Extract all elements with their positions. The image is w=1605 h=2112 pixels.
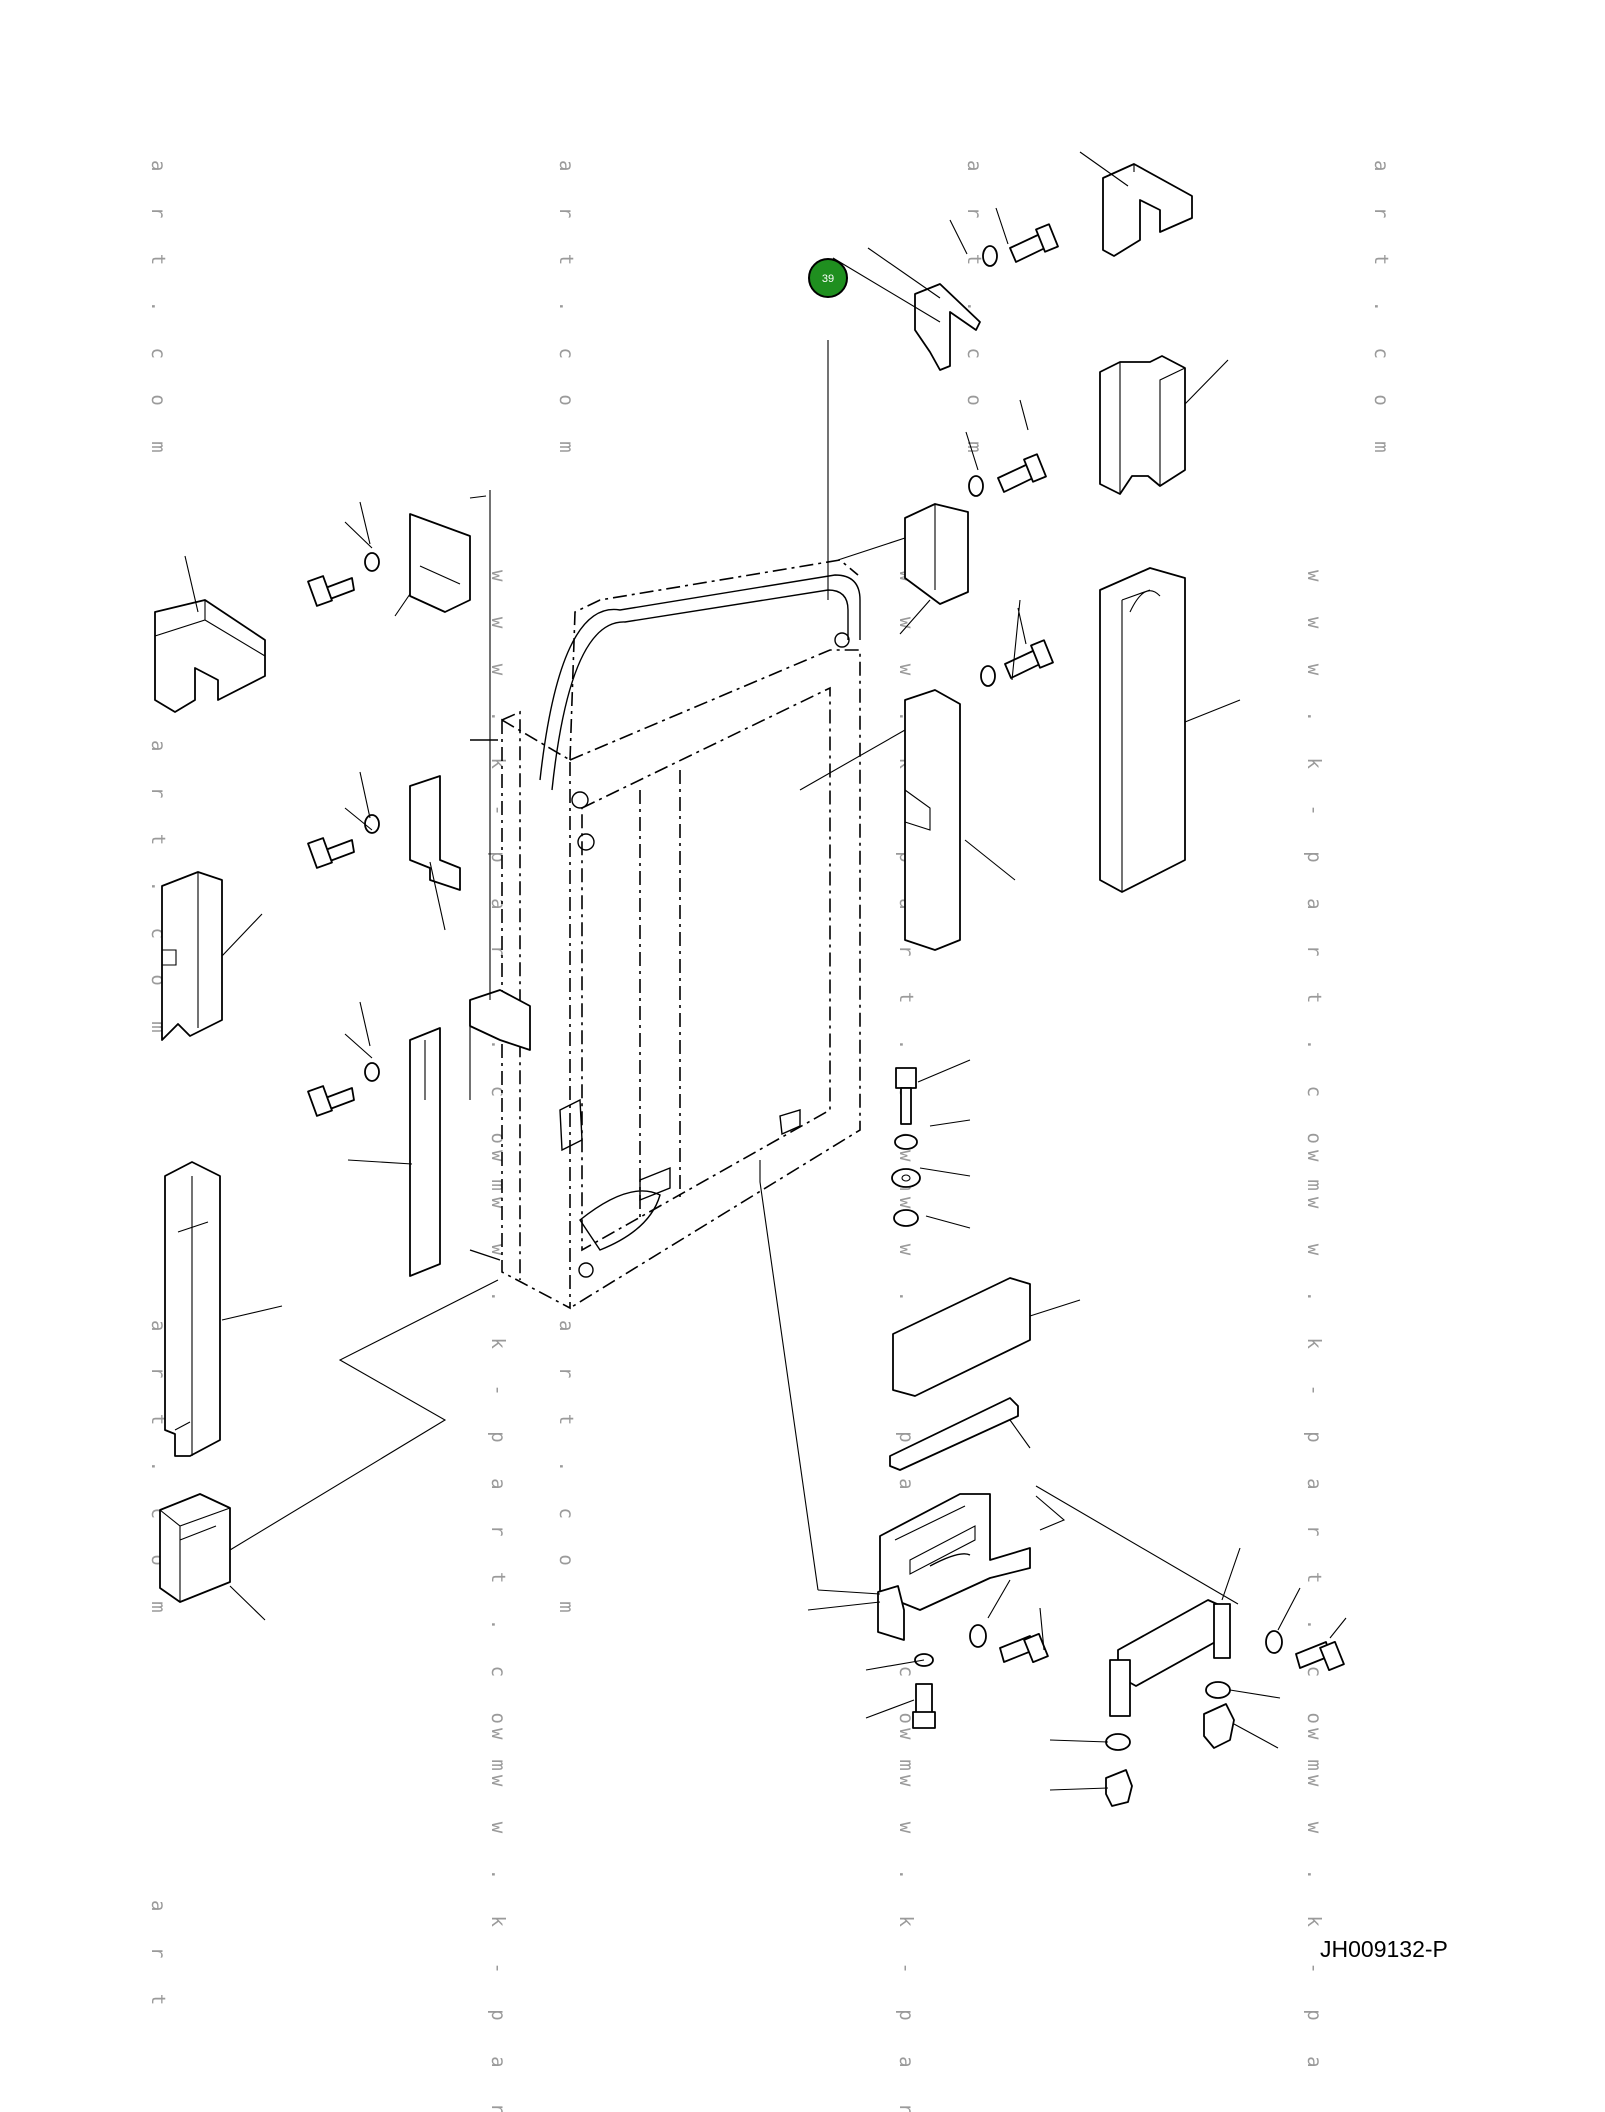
stay-rod-assembly	[1105, 1599, 1235, 1807]
watermark: a r t . c o m	[1370, 160, 1392, 465]
sponge-block-left-tall	[164, 1161, 221, 1457]
watermark: w w w . k - p a r t . c o m	[487, 570, 509, 1203]
watermark: w w w . k - p a r t . c o m	[1303, 570, 1325, 1203]
sponge-block-top-right-medium	[1099, 355, 1186, 495]
bolt-set-left	[307, 552, 380, 1117]
leader-lines	[184, 151, 1347, 1791]
watermark: a r t	[147, 1900, 169, 2017]
watermark: a r t . c o m	[555, 1320, 577, 1625]
watermark-layer: a r t . c o m a r t . c o m a r t . c o …	[147, 160, 1392, 2112]
lower-shroud-plate	[892, 1277, 1031, 1397]
bolt-set-top-right	[968, 223, 1059, 687]
sponge-block-right-tall	[1099, 567, 1186, 893]
watermark: a r t . c o m	[963, 160, 985, 465]
seal-plate-left-top	[409, 513, 471, 613]
rubber-pad	[877, 1585, 905, 1641]
callout-39-badge[interactable]: 39	[808, 258, 848, 298]
watermark: a r t . c o m	[147, 160, 169, 465]
radiator-core	[469, 559, 861, 1310]
watermark: a r t . c o m	[555, 160, 577, 465]
support-rail	[889, 1397, 1019, 1471]
watermark: w w w . k - p a r t . c o m	[1303, 1150, 1325, 1783]
seal-plate-right-upper	[904, 503, 969, 605]
seal-strip-left-long	[409, 1027, 441, 1277]
watermark: w w w . k - p a r t . c o m	[487, 1150, 509, 1783]
bolt-stack-center	[891, 1067, 936, 1729]
drawing-code: JH009132-P	[1320, 1936, 1448, 1962]
seal-strip-right-long	[904, 689, 961, 951]
watermark: w w w . k - p a r t	[895, 1728, 917, 2112]
sponge-block-top-right-small	[1102, 163, 1193, 257]
watermark: w w w . k - p a	[1303, 1728, 1325, 2080]
sponge-block-left-top	[154, 599, 266, 713]
bolt-set-bottom-right	[969, 1624, 1345, 1672]
callout-39-label: 39	[822, 273, 834, 285]
sponge-block-left-middle	[161, 871, 223, 1041]
sponge-block-left-bottom	[159, 1493, 231, 1603]
bracket-top-center	[914, 283, 981, 371]
seal-plate-left-middle	[409, 775, 461, 891]
watermark: w w w . k - p a r t	[487, 1728, 509, 2112]
